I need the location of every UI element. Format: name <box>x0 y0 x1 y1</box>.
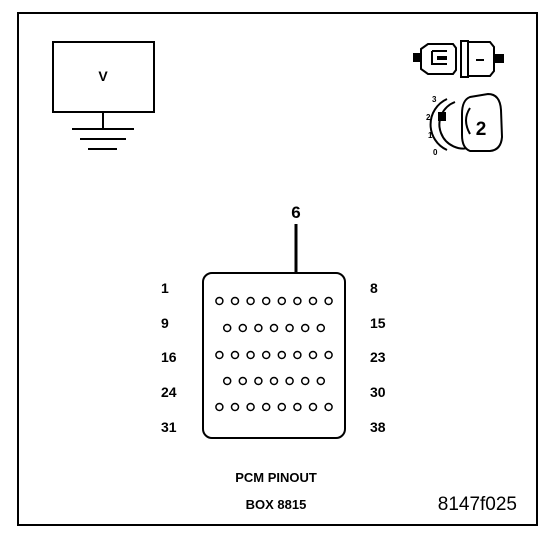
pcm-pin <box>324 350 333 360</box>
pcm-pin <box>238 376 248 386</box>
pcm-pin <box>222 376 232 386</box>
pcm-pin <box>254 323 263 333</box>
pcm-pin <box>277 350 287 360</box>
pcm-pin <box>316 376 326 386</box>
ignition-position-label: 1 <box>428 131 433 140</box>
pin-label: 24 <box>161 384 177 400</box>
pcm-pin <box>269 376 279 386</box>
ignition-key-label: 2 <box>476 119 487 140</box>
ignition-position-label: 3 <box>432 95 437 104</box>
pcm-pin <box>230 350 240 360</box>
pin-labels-left: 1 9 16 24 31 <box>161 280 177 435</box>
pcm-pin <box>277 296 287 306</box>
ground-icon <box>72 112 134 150</box>
caption-subtitle: BOX 8815 <box>246 497 307 512</box>
pcm-pin <box>324 296 333 306</box>
pointer-label: 6 <box>291 203 300 222</box>
connector-disconnected-icon <box>413 40 504 78</box>
pin-label: 9 <box>161 315 169 331</box>
pin-label: 15 <box>370 315 386 331</box>
pcm-pin <box>308 350 318 360</box>
diagram-frame <box>17 12 538 526</box>
pin-label: 30 <box>370 384 386 400</box>
pin-labels-right: 8 15 23 30 38 <box>370 280 386 435</box>
voltmeter-symbol: V <box>52 41 155 150</box>
pin-label: 16 <box>161 349 177 365</box>
pcm-pin <box>308 402 318 412</box>
pcm-pin-array <box>215 296 333 412</box>
pcm-pin <box>293 296 302 306</box>
pcm-pin <box>246 296 255 306</box>
pcm-pin <box>215 402 224 412</box>
pcm-pin <box>261 296 271 306</box>
pin-label: 38 <box>370 419 386 435</box>
ignition-key-icon: 3 2 1 0 2 <box>426 92 504 157</box>
pcm-pin <box>238 323 248 333</box>
pcm-pin <box>215 296 224 306</box>
pcm-pin <box>300 323 310 333</box>
pcm-pin <box>230 402 240 412</box>
pin-label: 23 <box>370 349 386 365</box>
voltmeter-label: V <box>98 68 108 84</box>
pcm-pin <box>300 376 310 386</box>
pcm-pin <box>261 350 271 360</box>
pcm-pin <box>269 323 279 333</box>
pcm-pin <box>293 350 302 360</box>
pin-label: 31 <box>161 419 177 435</box>
pcm-pin <box>246 350 255 360</box>
pcm-pin <box>293 402 302 412</box>
pcm-pin <box>285 376 294 386</box>
pcm-pin <box>277 402 287 412</box>
figure-code: 8147f025 <box>438 494 517 515</box>
pin-label: 8 <box>370 280 378 296</box>
pin-label: 1 <box>161 280 169 296</box>
pcm-pin <box>254 376 263 386</box>
caption-title: PCM PINOUT <box>235 470 317 485</box>
pcm-pin <box>316 323 326 333</box>
pcm-pin <box>261 402 271 412</box>
pcm-connector-body <box>202 272 346 439</box>
pcm-pin <box>246 402 255 412</box>
pcm-pin <box>324 402 333 412</box>
pcm-pin <box>215 350 224 360</box>
pcm-pin <box>230 296 240 306</box>
ignition-position-label: 2 <box>426 113 431 122</box>
pcm-pin <box>222 323 232 333</box>
pcm-pin <box>285 323 294 333</box>
pcm-pin <box>308 296 318 306</box>
ignition-position-label: 0 <box>433 148 438 157</box>
